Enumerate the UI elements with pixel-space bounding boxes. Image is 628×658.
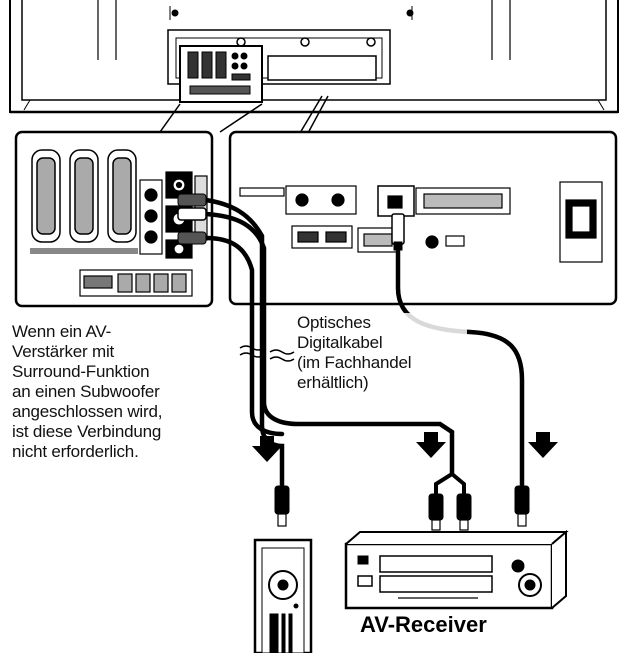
- right-terminal-panel: [228, 130, 618, 306]
- cable-label-line: erhältlich): [297, 373, 369, 392]
- left-terminal-panel: [14, 130, 214, 308]
- note-line: ist diese Verbindung: [12, 422, 162, 441]
- av-receiver-label: AV-Receiver: [360, 612, 487, 637]
- note-line: nicht erforderlich.: [12, 442, 139, 461]
- cable-label-line: (im Fachhandel: [297, 353, 412, 372]
- down-arrows: [252, 432, 558, 462]
- arrow-down-icon: [416, 432, 446, 458]
- av-receiver: [344, 529, 569, 610]
- cable-label-line: Optisches: [297, 313, 371, 332]
- arrow-down-icon: [252, 436, 282, 462]
- optical-cable-label: Optisches Digitalkabel (im Fachhandel er…: [297, 313, 467, 393]
- arrow-down-icon: [528, 432, 558, 458]
- scart-connectors: [31, 149, 137, 243]
- note-line: Verstärker mit: [12, 342, 115, 361]
- optical-plug-tv: [391, 213, 405, 251]
- callout-lines: [159, 95, 329, 134]
- speaker-terminals: [79, 269, 193, 297]
- device-plugs: [274, 485, 530, 531]
- subwoofer: [253, 538, 313, 655]
- rca-plugs-panel: [177, 193, 207, 245]
- tv-terminal-block: [179, 45, 377, 103]
- cable-label-line: Digitalkabel: [297, 333, 383, 352]
- note-line: Wenn ein AV-: [12, 322, 112, 341]
- tv-rear-panel: [9, 0, 619, 114]
- no-connection-note: Wenn ein AV- Verstärker mit Surround-Fun…: [12, 322, 262, 462]
- note-line: Surround-Funktion: [12, 362, 150, 381]
- cables: [203, 197, 525, 496]
- note-line: angeschlossen wird,: [12, 402, 163, 421]
- note-line: an einen Subwoofer: [12, 382, 160, 401]
- cable-break-marks: [239, 345, 295, 362]
